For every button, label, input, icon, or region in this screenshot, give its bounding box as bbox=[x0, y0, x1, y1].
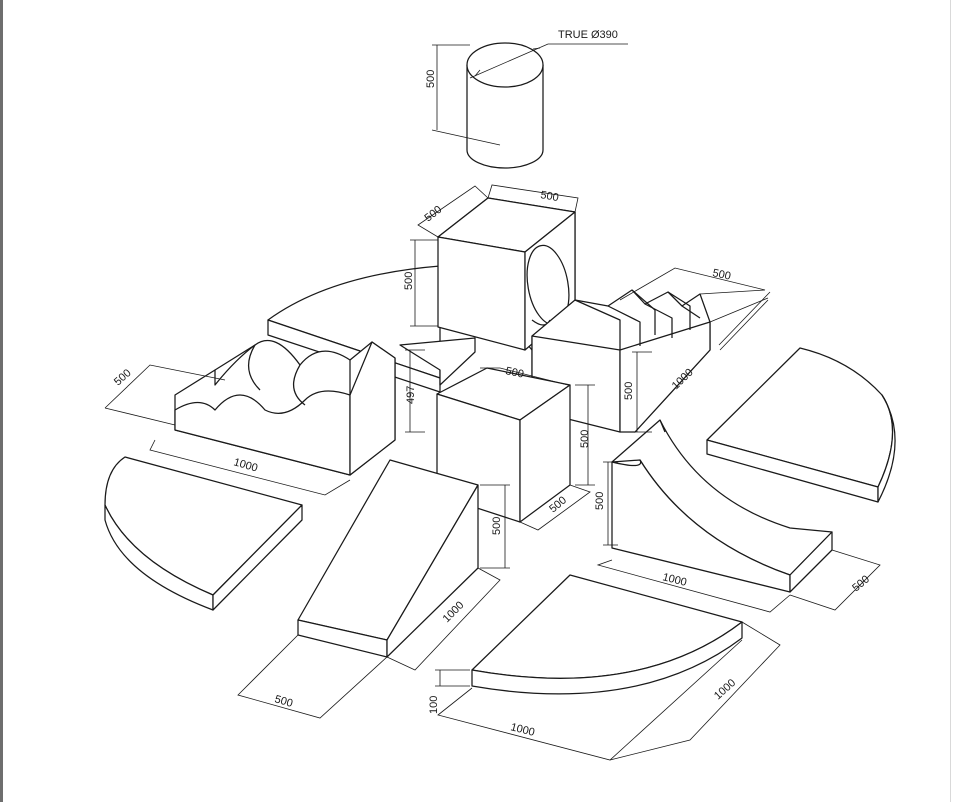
dim-cylinder-height: 500 bbox=[425, 70, 437, 88]
dim-wave-depth: 500 bbox=[112, 367, 134, 388]
right-quarter-disc bbox=[706, 347, 896, 503]
dim-ramp-length: 1000 bbox=[441, 599, 467, 625]
dim-tunnel-depth: 500 bbox=[422, 204, 444, 225]
dim-quarter-side-b: 1000 bbox=[712, 677, 738, 702]
dim-platform-height: 497 bbox=[405, 386, 417, 404]
ramp-wedge bbox=[297, 459, 479, 658]
dim-cylinder-diameter: TRUE Ø390 bbox=[558, 29, 618, 41]
dim-ramp-width: 500 bbox=[273, 693, 294, 710]
page-right-border bbox=[950, 0, 951, 802]
wave-block bbox=[174, 340, 396, 476]
page-left-border bbox=[0, 0, 3, 802]
dim-ramp-height: 500 bbox=[491, 517, 503, 535]
dim-curve-height: 500 bbox=[594, 492, 606, 510]
dim-steps-width: 500 bbox=[711, 267, 731, 283]
dim-cube-top: 500 bbox=[504, 365, 524, 381]
dim-quarter-thickness: 100 bbox=[428, 696, 440, 714]
dim-cube-height: 500 bbox=[579, 430, 591, 448]
cylinder bbox=[466, 42, 544, 169]
curved-ramp bbox=[611, 419, 833, 593]
bottom-quarter-disc bbox=[471, 574, 743, 695]
dim-curve-length: 1000 bbox=[661, 571, 688, 589]
dim-steps-height: 500 bbox=[623, 382, 635, 400]
left-quarter-disc bbox=[104, 456, 303, 611]
dim-tunnel-width: 500 bbox=[539, 189, 559, 204]
dimension-lines bbox=[104, 43, 881, 761]
dim-quarter-side-a: 1000 bbox=[509, 721, 536, 739]
dim-tunnel-height: 500 bbox=[403, 272, 415, 290]
